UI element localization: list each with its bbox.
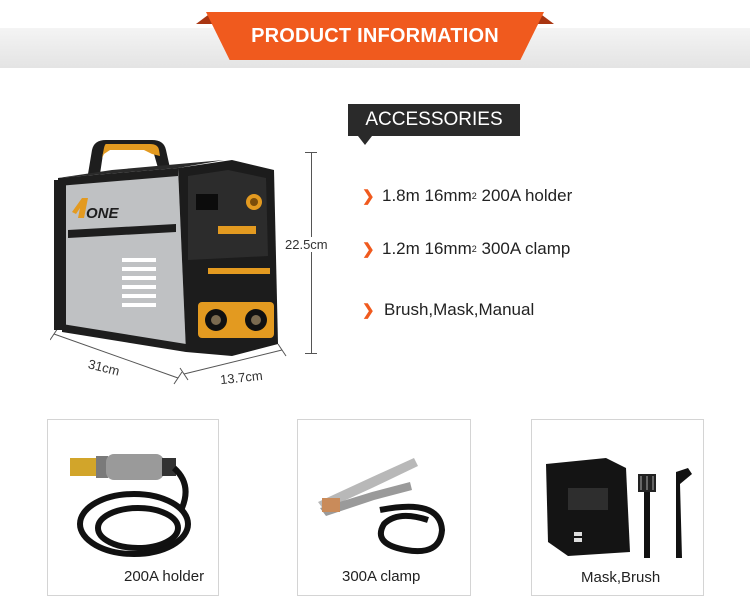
gallery-caption: 300A clamp [342,568,421,585]
height-tick-top [305,152,317,153]
electrode-holder-icon [70,454,191,557]
accessory-superscript: 2 [471,244,477,254]
gallery-card-clamp: 300A clamp [297,419,471,596]
accessory-superscript: 2 [471,191,477,201]
welding-machine-image: ONE [54,140,278,356]
chevron-right-icon: ❯ [362,188,375,205]
gallery-caption: Mask,Brush [581,569,661,586]
chevron-right-icon: ❯ [362,241,375,258]
accessory-text-suffix: 200A holder [476,186,573,205]
height-tick-bottom [305,353,317,354]
ground-clamp-icon [318,458,446,554]
gallery-card-holder: 200A holder [47,419,219,596]
gallery-caption: 200A holder [124,568,205,585]
mask-brush-icon [546,458,692,558]
accessory-text: 1.2m 16mm [382,239,472,258]
banner-title: PRODUCT INFORMATION [206,12,544,60]
accessory-text-suffix: 300A clamp [476,239,571,258]
chevron-right-icon: ❯ [362,302,375,319]
svg-text:ONE: ONE [86,205,120,222]
length-dimension-line [50,330,287,385]
accessory-text: 1.8m 16mm [382,186,472,205]
height-dimension-line [311,152,312,354]
gallery-card-mask: Mask,Brush [531,419,704,596]
header-banner: PRODUCT INFORMATION [196,12,554,60]
accessories-heading: ACCESSORIES [348,104,520,136]
accessories-heading-notch [358,136,372,145]
accessory-text: Brush,Mask,Manual [384,300,535,319]
height-dimension: 22.5cm [285,237,328,252]
accessory-item: ❯ Brush,Mask,Manual [362,300,534,320]
